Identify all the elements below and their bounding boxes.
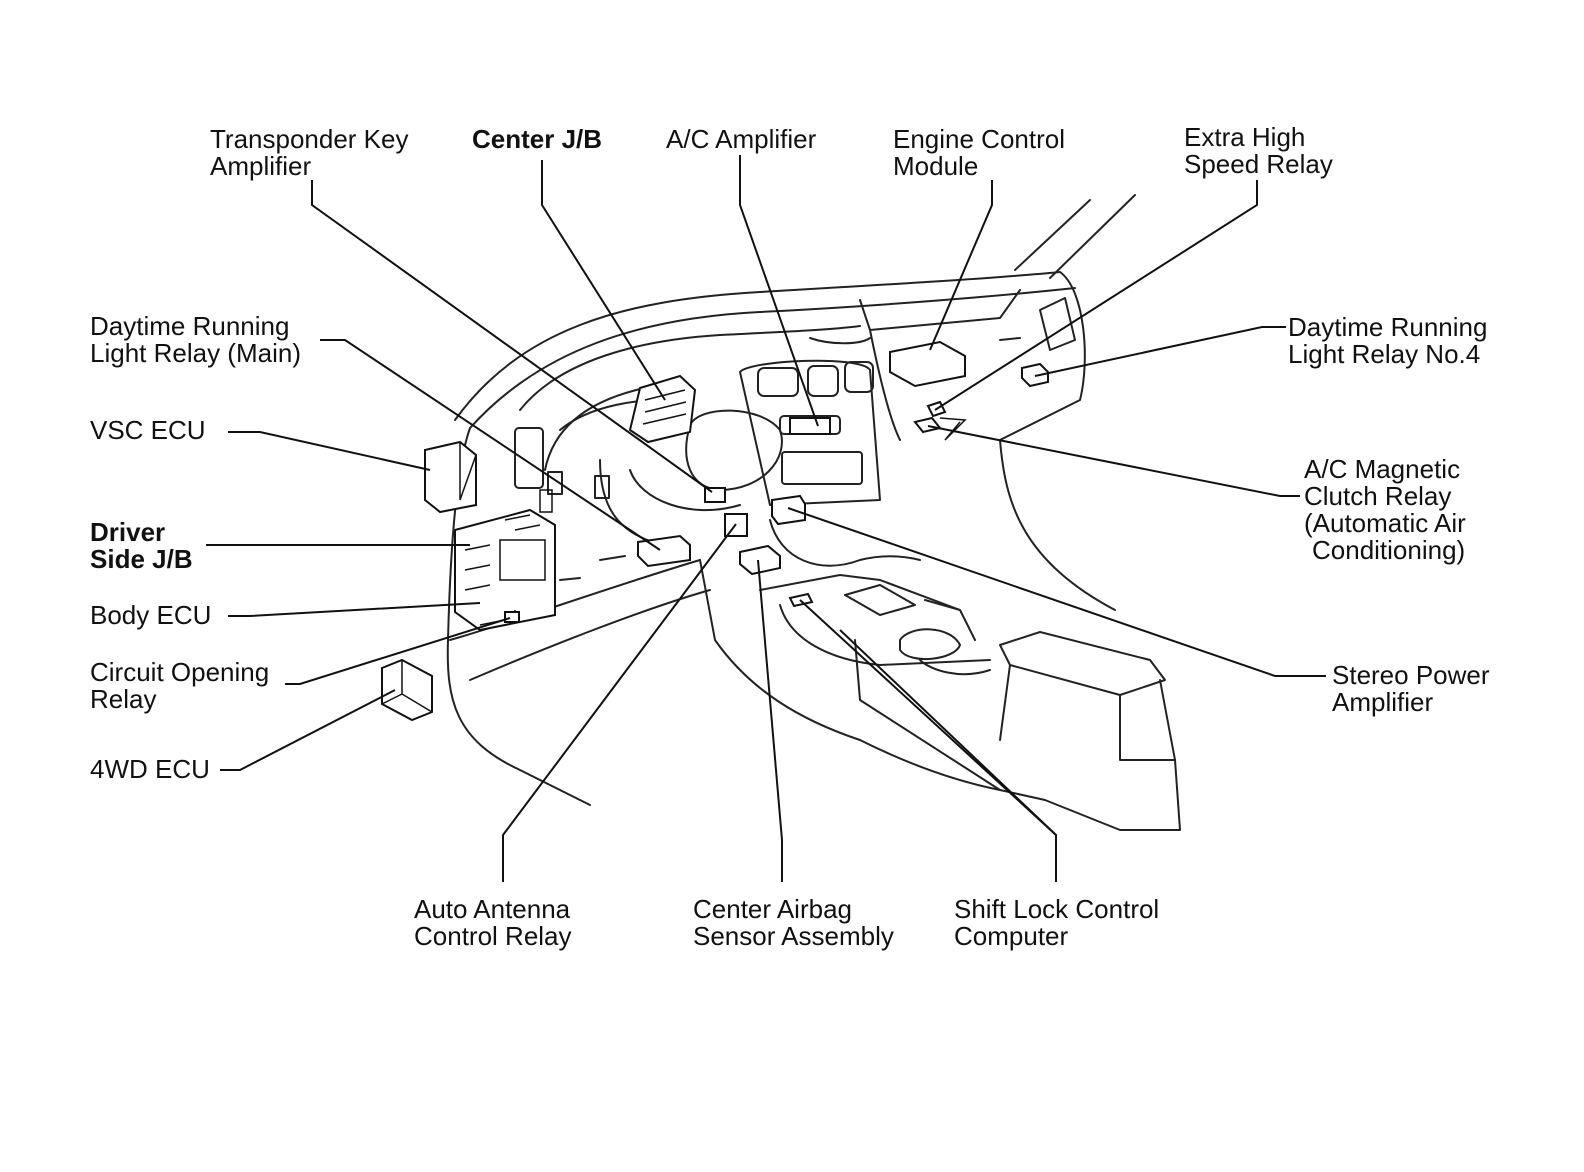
leader-circuit-opening-relay	[285, 617, 511, 685]
label-ac-magnetic-clutch-relay: A/C Magnetic Clutch Relay (Automatic Air…	[1304, 454, 1473, 565]
leader-ac-amplifier	[739, 155, 819, 427]
driver-side-jb-part	[454, 489, 556, 632]
leader-4wd-ecu	[220, 689, 396, 771]
label-4wd-ecu: 4WD ECU	[90, 754, 210, 784]
leader-stereo-power-amplifier	[787, 507, 1326, 677]
ac-magnetic-clutch-relay-part	[913, 416, 967, 441]
label-vsc-ecu: VSC ECU	[90, 415, 206, 445]
dashboard-illustration	[446, 194, 1181, 831]
leader-lines	[206, 155, 1326, 882]
leader-drl-relay-no4	[1034, 326, 1286, 377]
leader-vsc-ecu	[228, 431, 431, 471]
label-extra-high-speed-relay: Extra High Speed Relay	[1184, 122, 1333, 179]
leader-ac-magnetic-clutch-relay	[927, 425, 1300, 497]
stereo-power-amplifier-part	[771, 494, 806, 526]
vsc-ecu-part	[424, 440, 477, 514]
leader-extra-high-speed-relay	[934, 180, 1258, 411]
engine-control-module-part	[889, 340, 966, 388]
callout-labels: Transponder Key Amplifier Center J/B A/C…	[90, 122, 1497, 951]
center-jb-part	[628, 374, 697, 444]
ac-amplifier-part	[789, 417, 831, 435]
fourwd-ecu-part	[381, 658, 433, 722]
leader-drl-relay-main	[320, 339, 661, 551]
label-shift-lock-control-computer: Shift Lock Control Computer	[954, 894, 1166, 951]
label-drl-relay-main: Daytime Running Light Relay (Main)	[90, 311, 301, 368]
label-drl-relay-no4: Daytime Running Light Relay No.4	[1288, 312, 1495, 369]
label-engine-control-module: Engine Control Module	[893, 124, 1072, 181]
center-airbag-sensor-part	[739, 544, 781, 576]
label-stereo-power-amplifier: Stereo Power Amplifier	[1332, 660, 1497, 717]
leader-body-ecu	[228, 602, 481, 617]
label-driver-side-jb: Driver Side J/B	[90, 517, 193, 574]
leader-auto-antenna-control-relay	[502, 523, 737, 882]
label-transponder-key-amplifier: Transponder Key Amplifier	[210, 124, 416, 181]
label-circuit-opening-relay: Circuit Opening Relay	[90, 657, 276, 714]
leader-shift-lock-control-computer-b	[839, 629, 1057, 836]
leader-shift-lock-control-computer-a	[799, 599, 1057, 882]
component-parts	[381, 340, 1049, 722]
label-body-ecu: Body ECU	[90, 600, 211, 630]
label-ac-amplifier: A/C Amplifier	[666, 124, 817, 154]
label-center-jb: Center J/B	[472, 124, 602, 154]
leader-transponder-key-amplifier	[311, 180, 713, 493]
leader-center-airbag-sensor-assembly	[757, 559, 783, 882]
leader-center-jb	[541, 160, 666, 401]
leader-engine-control-module	[929, 180, 993, 351]
body-ecu-part	[504, 611, 520, 623]
label-center-airbag-sensor-assembly: Center Airbag Sensor Assembly	[693, 894, 894, 951]
label-auto-antenna-control-relay: Auto Antenna Control Relay	[414, 894, 577, 951]
